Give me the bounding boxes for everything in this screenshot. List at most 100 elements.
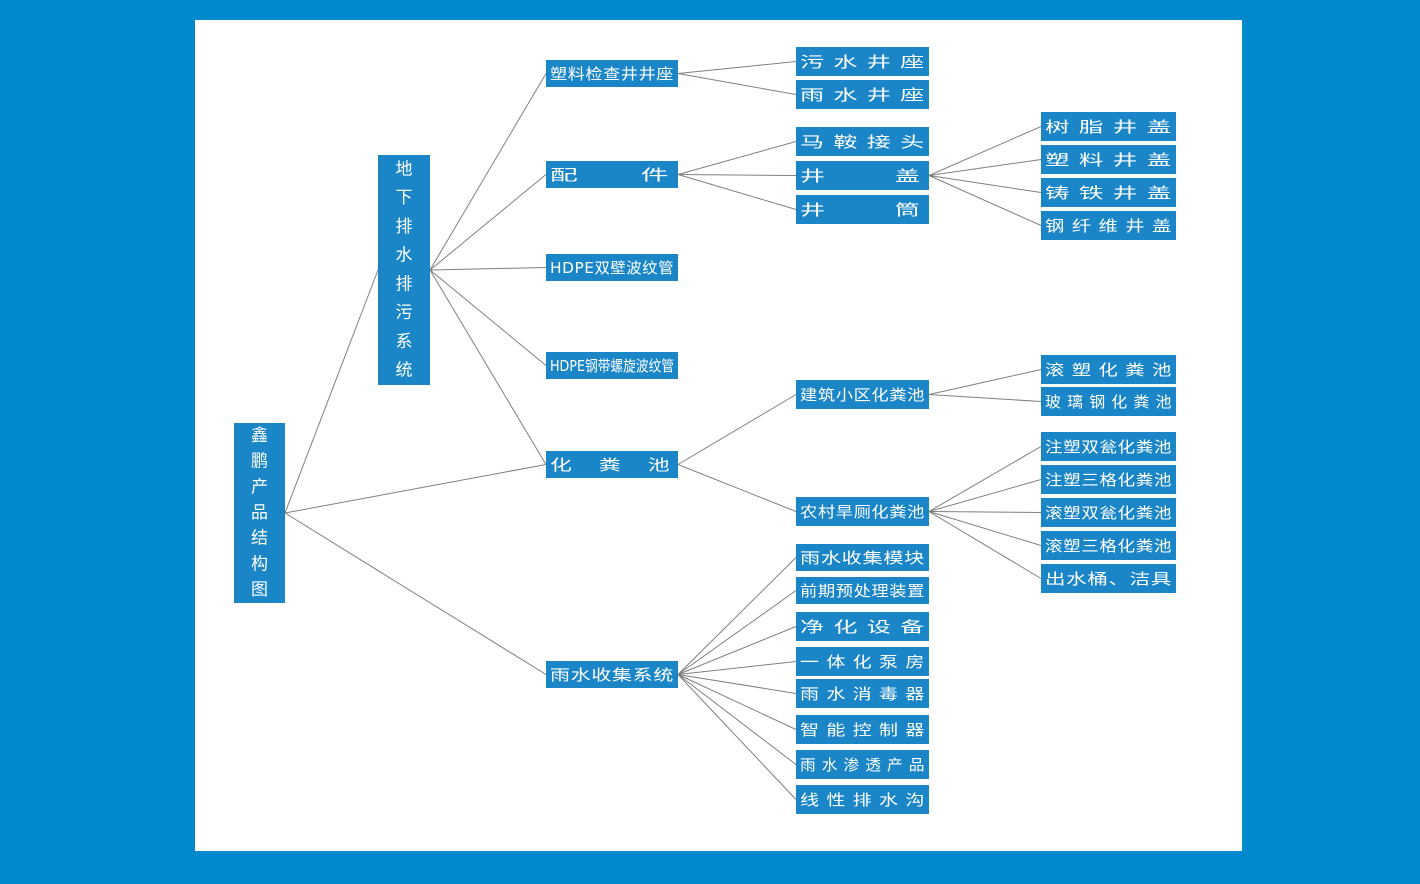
node-well-shaft[interactable]: 井 筒 bbox=[796, 195, 929, 224]
node-rainwater-sterilizer[interactable]: 雨 水 消 毒 器 bbox=[796, 679, 929, 708]
node-label: 净 化 设 备 bbox=[800, 618, 925, 636]
node-pre-treatment-device[interactable]: 前期预处理装置 bbox=[796, 577, 929, 604]
node-box bbox=[234, 423, 285, 603]
node-resin-well-cover[interactable]: 树 脂 井 盖 bbox=[1041, 112, 1176, 141]
node-box bbox=[1041, 112, 1176, 141]
node-rainwater-collection-module[interactable]: 雨水收集模块 bbox=[796, 544, 929, 571]
connector-fittings-well-cover bbox=[677, 174, 797, 176]
node-box bbox=[796, 127, 929, 156]
node-steel-fiber-well-cover[interactable]: 钢 纤 维 井 盖 bbox=[1041, 211, 1176, 240]
node-intelligent-controller[interactable]: 智 能 控 制 器 bbox=[796, 715, 929, 744]
node-saddle-joint[interactable]: 马 鞍 接 头 bbox=[796, 127, 929, 156]
node-box bbox=[796, 577, 929, 604]
connector-fittings-saddle-joint bbox=[677, 141, 797, 175]
node-label: 一 体 化 泵 房 bbox=[800, 653, 925, 671]
node-frp-septic-tank[interactable]: 玻 璃 钢 化 粪 池 bbox=[1041, 387, 1176, 416]
node-label: HDPE双壁波纹管 bbox=[550, 259, 674, 277]
connector-rural-dry-toilet-septic-tank-injection-three-grid-septic-tank bbox=[928, 479, 1042, 512]
node-box bbox=[1041, 178, 1176, 207]
node-label: 智 能 控 制 器 bbox=[800, 721, 925, 739]
node-box bbox=[796, 647, 929, 676]
node-label-char: 图 bbox=[251, 580, 268, 600]
node-label: 雨 水 井 座 bbox=[800, 86, 925, 104]
node-well-cover[interactable]: 井 盖 bbox=[796, 161, 929, 190]
node-label: 滚塑三格化粪池 bbox=[1045, 537, 1172, 555]
node-linear-drainage-ditch[interactable]: 线 性 排 水 沟 bbox=[796, 785, 929, 814]
node-label-char: 构 bbox=[251, 554, 268, 574]
node-box bbox=[546, 352, 678, 379]
connector-rainwater-collection-system-linear-drainage-ditch bbox=[677, 674, 797, 800]
node-label-char: 排 bbox=[396, 217, 413, 237]
node-outlet-bucket-sanitary-ware[interactable]: 出水桶、洁具 bbox=[1041, 564, 1176, 593]
node-rural-dry-toilet-septic-tank[interactable]: 农村旱厕化粪池 bbox=[796, 497, 929, 526]
node-integrated-pump-house[interactable]: 一 体 化 泵 房 bbox=[796, 647, 929, 676]
connector-rural-dry-toilet-septic-tank-injection-double-urn-septic-tank bbox=[928, 446, 1042, 512]
node-box bbox=[1041, 531, 1176, 560]
connector-building-community-septic-tank-frp-septic-tank bbox=[928, 394, 1042, 402]
node-label-char: 污 bbox=[396, 303, 413, 323]
node-injection-three-grid-septic-tank[interactable]: 注塑三格化粪池 bbox=[1041, 465, 1176, 494]
node-septic-tank[interactable]: 化 粪 池 bbox=[546, 451, 678, 478]
node-rainwater-infiltration-products[interactable]: 雨 水 渗 透 产 品 bbox=[796, 750, 929, 779]
connector-drainage-hdpe-double-wall-corrugated-pipe bbox=[429, 267, 547, 271]
node-purification-equipment[interactable]: 净 化 设 备 bbox=[796, 612, 929, 641]
node-label-char: 鹏 bbox=[251, 452, 268, 472]
node-rotomolded-septic-tank[interactable]: 滚 塑 化 粪 池 bbox=[1041, 355, 1176, 384]
connector-plastic-inspection-well-base-rainwater-well-base bbox=[677, 73, 797, 95]
connector-drainage-septic-tank bbox=[429, 269, 547, 465]
node-box bbox=[1041, 387, 1176, 416]
connector-well-cover-resin-well-cover bbox=[928, 126, 1042, 176]
node-injection-double-urn-septic-tank[interactable]: 注塑双瓮化粪池 bbox=[1041, 432, 1176, 461]
connector-fittings-well-shaft bbox=[677, 174, 797, 210]
node-box bbox=[796, 785, 929, 814]
node-rotomolded-three-grid-septic-tank[interactable]: 滚塑三格化粪池 bbox=[1041, 531, 1176, 560]
connector-rural-dry-toilet-septic-tank-rotomolded-double-urn-septic-tank bbox=[928, 511, 1042, 513]
node-plastic-inspection-well-base[interactable]: 塑料检查井井座 bbox=[546, 60, 678, 87]
node-box bbox=[1041, 211, 1176, 240]
node-box bbox=[546, 254, 678, 281]
node-label: 农村旱厕化粪池 bbox=[800, 503, 925, 521]
node-box bbox=[1041, 355, 1176, 384]
connector-layer bbox=[284, 61, 1042, 800]
node-box bbox=[1041, 465, 1176, 494]
node-box bbox=[796, 47, 929, 76]
node-rotomolded-double-urn-septic-tank[interactable]: 滚塑双瓮化粪池 bbox=[1041, 498, 1176, 527]
node-label-char: 统 bbox=[396, 361, 413, 381]
node-label-char: 水 bbox=[396, 246, 413, 266]
connector-well-cover-steel-fiber-well-cover bbox=[928, 175, 1042, 226]
node-plastic-well-cover[interactable]: 塑 料 井 盖 bbox=[1041, 145, 1176, 174]
connector-drainage-hdpe-steel-belt-spiral-corrugated-pipe bbox=[429, 269, 547, 366]
node-label: 注塑双瓮化粪池 bbox=[1045, 438, 1172, 456]
node-box bbox=[546, 451, 678, 478]
node-label: 井 筒 bbox=[800, 201, 925, 219]
node-rainwater-well-base[interactable]: 雨 水 井 座 bbox=[796, 80, 929, 109]
node-label: 钢 纤 维 井 盖 bbox=[1045, 217, 1172, 235]
node-label: 树 脂 井 盖 bbox=[1045, 118, 1172, 136]
node-label: 化 粪 池 bbox=[550, 456, 674, 474]
node-rainwater-collection-system[interactable]: 雨水收集系统 bbox=[546, 661, 678, 688]
node-box bbox=[1041, 564, 1176, 593]
connector-rainwater-collection-system-rainwater-infiltration-products bbox=[677, 674, 797, 765]
node-box bbox=[796, 380, 929, 409]
connector-drainage-fittings bbox=[429, 174, 547, 271]
node-label-char: 下 bbox=[396, 188, 413, 208]
node-label: 配 件 bbox=[550, 166, 674, 184]
node-label-char: 系 bbox=[396, 332, 413, 352]
node-label: 滚塑双瓮化粪池 bbox=[1045, 504, 1172, 522]
node-sewage-well-base[interactable]: 污 水 井 座 bbox=[796, 47, 929, 76]
connector-plastic-inspection-well-base-sewage-well-base bbox=[677, 61, 797, 74]
node-cast-iron-well-cover[interactable]: 铸 铁 井 盖 bbox=[1041, 178, 1176, 207]
node-box bbox=[796, 750, 929, 779]
node-box bbox=[796, 161, 929, 190]
node-building-community-septic-tank[interactable]: 建筑小区化粪池 bbox=[796, 380, 929, 409]
connector-septic-tank-rural-dry-toilet-septic-tank bbox=[677, 464, 797, 512]
node-label: 污 水 井 座 bbox=[800, 53, 925, 71]
node-label: 滚 塑 化 粪 池 bbox=[1045, 361, 1172, 379]
node-fittings[interactable]: 配 件 bbox=[546, 161, 678, 188]
node-hdpe-steel-belt-spiral-corrugated-pipe[interactable]: HDPE钢带螺旋波纹管 bbox=[546, 352, 678, 379]
connector-rainwater-collection-system-purification-equipment bbox=[677, 626, 797, 675]
node-box bbox=[378, 155, 430, 385]
node-hdpe-double-wall-corrugated-pipe[interactable]: HDPE双壁波纹管 bbox=[546, 254, 678, 281]
